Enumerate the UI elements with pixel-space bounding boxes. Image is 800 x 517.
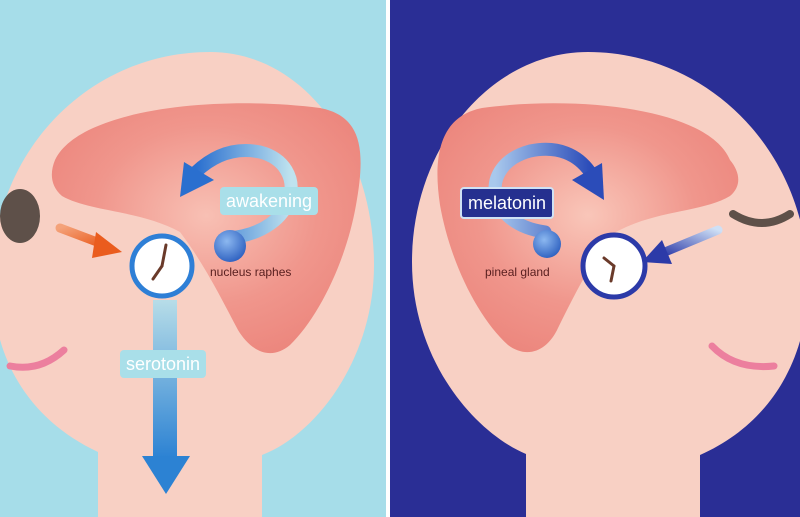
awakening-label: awakening bbox=[220, 187, 319, 215]
sleep-illustration bbox=[390, 0, 800, 517]
awake-panel: awakening nucleus raphes serotonin bbox=[0, 0, 386, 517]
clock-icon bbox=[580, 232, 648, 300]
nucleus-raphes-icon bbox=[214, 230, 246, 262]
sleep-panel: melatonin pineal gland bbox=[390, 0, 800, 517]
cycle-arrow-icon bbox=[180, 144, 298, 245]
awake-eye-icon bbox=[0, 189, 40, 243]
panel-divider bbox=[386, 0, 390, 517]
down-arrow-icon bbox=[142, 300, 190, 494]
awake-illustration bbox=[0, 0, 386, 517]
sleep-cheek-icon bbox=[708, 342, 778, 371]
serotonin-label: serotonin bbox=[120, 350, 207, 378]
awake-cheek-icon bbox=[6, 346, 68, 371]
melatonin-label: melatonin bbox=[460, 187, 555, 219]
nucleus-raphes-label: nucleus raphes bbox=[210, 265, 292, 279]
clock-icon bbox=[129, 233, 195, 299]
light-input-arrow-icon bbox=[55, 223, 122, 258]
closed-eye-icon bbox=[729, 210, 794, 227]
pineal-gland-icon bbox=[533, 230, 561, 258]
pineal-gland-label: pineal gland bbox=[485, 265, 550, 279]
input-arrow-icon bbox=[642, 225, 723, 264]
